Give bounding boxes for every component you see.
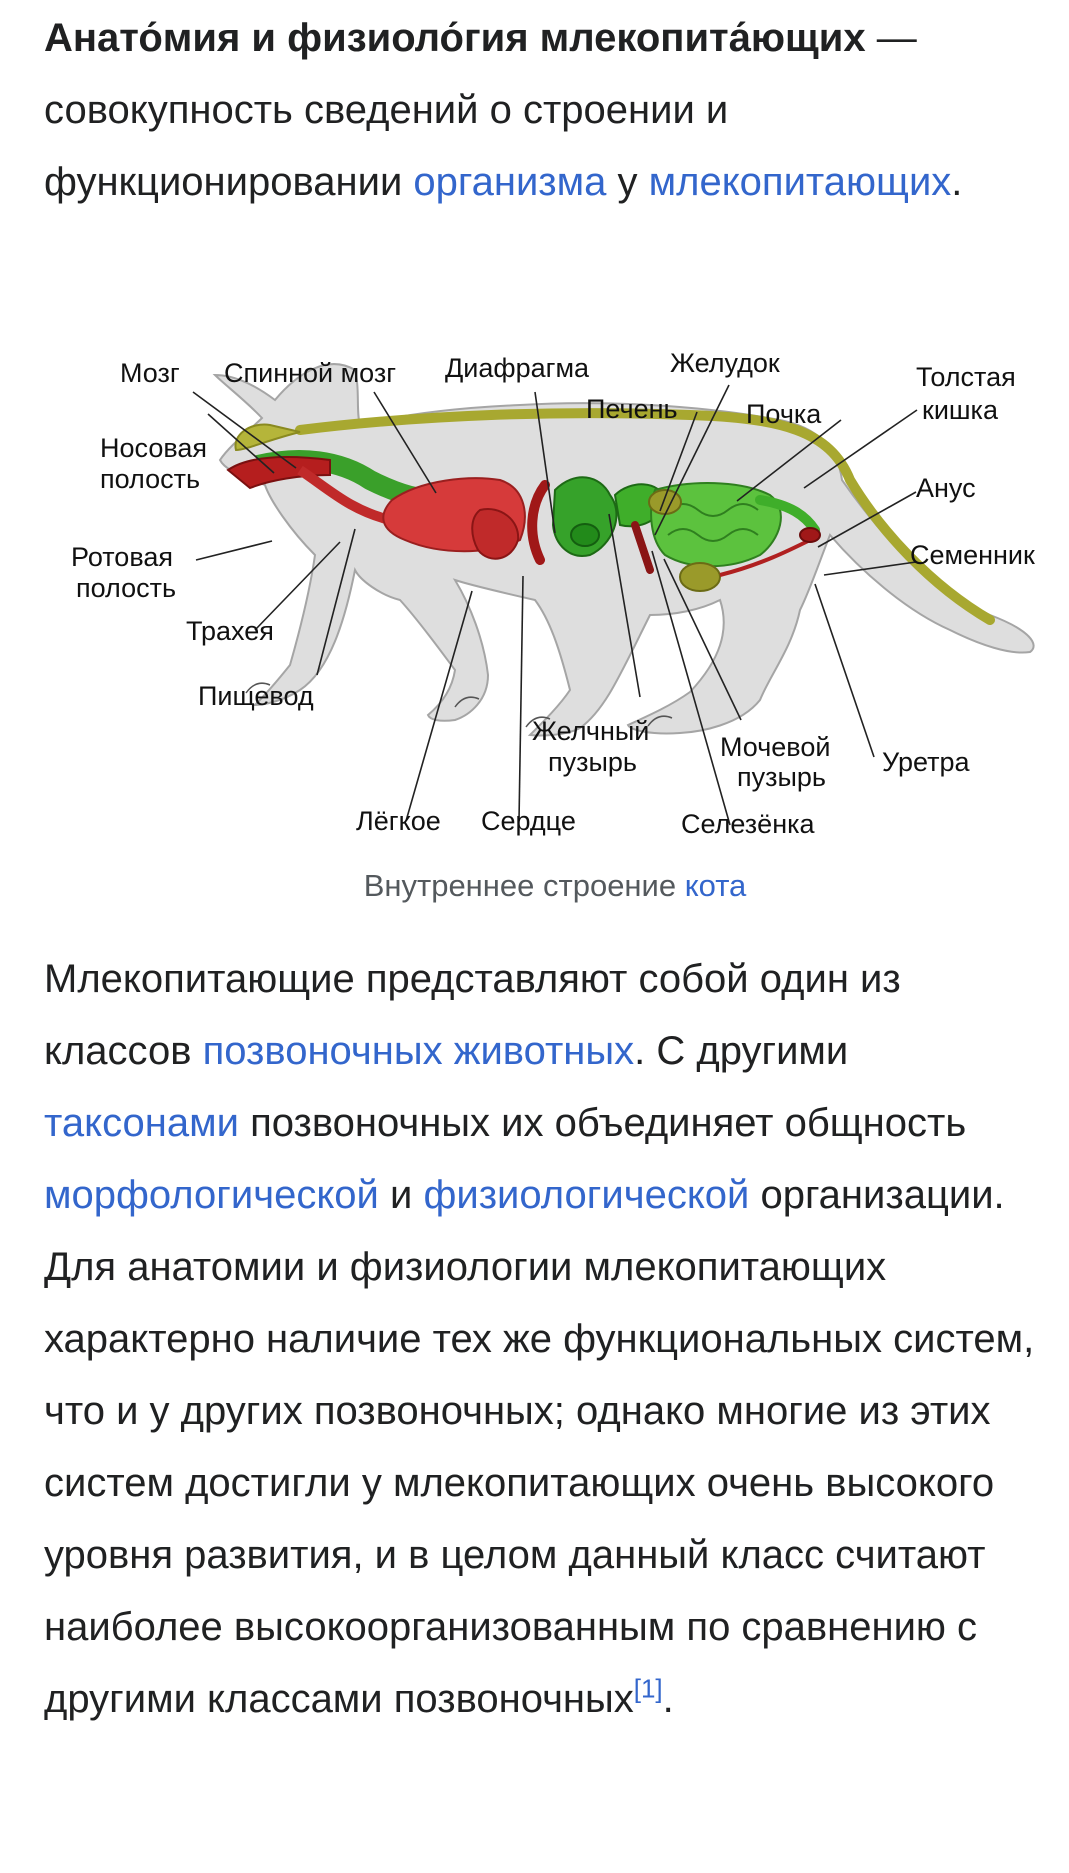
large-intestine-shape: [755, 495, 820, 535]
label-spinal-cord: Спинной мозг: [224, 358, 396, 388]
urethra-shape: [719, 538, 811, 577]
label-oral-2: полость: [76, 573, 176, 603]
link-taxa[interactable]: таксонами: [44, 1101, 239, 1145]
intestine-folds: [667, 503, 759, 542]
spinal-cord-shape: [295, 408, 995, 625]
link-morphological[interactable]: морфологической: [44, 1173, 379, 1217]
testis-shape: [799, 527, 821, 543]
label-oral-1: Ротовая: [71, 542, 173, 572]
link-vertebrates[interactable]: позвоночных животных: [202, 1029, 635, 1073]
label-nasal-2: полость: [100, 464, 200, 494]
leader-lines: [192, 384, 918, 826]
diaphragm-shape: [527, 480, 550, 565]
label-kidney: Почка: [746, 399, 822, 429]
figure-caption: Внутреннее строение кота: [0, 868, 1069, 904]
label-lung: Лёгкое: [356, 806, 441, 836]
body-text: . С другими: [634, 1029, 849, 1073]
body-text: позвоночных их объединяет общность: [238, 1101, 967, 1145]
esophagus-shape: [297, 465, 392, 525]
label-bladder-1: Мочевой: [720, 732, 830, 762]
label-gallbladder-2: пузырь: [548, 747, 637, 777]
link-organism[interactable]: организма: [413, 160, 607, 204]
intro-paragraph: Анато́мия и физиоло́гия млекопита́ющих —…: [44, 2, 1044, 218]
body-text: организации. Для анатомии и физиологии м…: [44, 1173, 1035, 1721]
cat-anatomy-diagram: Мозг Спинной мозг Диафрагма Желудок Толс…: [71, 348, 1035, 839]
label-gallbladder-1: Желчный: [532, 716, 649, 746]
label-bladder-2: пузырь: [737, 762, 826, 792]
label-heart: Сердце: [481, 806, 576, 836]
body-text: Млекопитающие представляют собой один из…: [44, 957, 901, 1073]
intro-dash: —: [865, 16, 917, 60]
organ-labels: Мозг Спинной мозг Диафрагма Желудок Толс…: [71, 348, 1035, 839]
label-stomach: Желудок: [670, 348, 780, 378]
label-spleen: Селезёнка: [681, 809, 816, 839]
label-large-intestine-1: Толстая: [916, 362, 1016, 392]
link-mammals[interactable]: млекопитающих: [648, 160, 952, 204]
bladder-shape: [679, 562, 721, 592]
intro-text: у: [606, 160, 649, 204]
brain-shape: [234, 423, 301, 452]
gallbladder-shape: [570, 523, 600, 547]
link-cat[interactable]: кота: [684, 868, 747, 903]
link-physiological[interactable]: физиологической: [423, 1173, 750, 1217]
label-diaphragm: Диафрагма: [445, 353, 590, 383]
caption-text: Внутреннее строение: [363, 868, 685, 903]
body-paragraph: Млекопитающие представляют собой один из…: [44, 943, 1044, 1735]
label-brain: Мозг: [120, 358, 180, 388]
cat-body-silhouette: [212, 363, 1035, 737]
label-trachea: Трахея: [186, 616, 274, 646]
body-text: и: [378, 1173, 424, 1217]
article-term: Анато́мия и физиоло́гия млекопита́ющих: [44, 16, 866, 60]
reference-link[interactable]: [1]: [633, 1673, 663, 1704]
label-liver: Печень: [586, 394, 678, 424]
label-nasal-1: Носовая: [100, 433, 207, 463]
oral-cavity-shape: [226, 456, 331, 490]
intro-text: .: [951, 160, 963, 204]
label-esophagus: Пищевод: [198, 681, 314, 711]
body-text: .: [662, 1677, 674, 1721]
reference-sup: [1]: [634, 1674, 663, 1704]
intro-text: совокупность сведений о строении и функц…: [44, 88, 729, 204]
spleen-shape: [631, 521, 654, 574]
cat-anatomy-figure[interactable]: Мозг Спинной мозг Диафрагма Желудок Толс…: [0, 330, 1069, 850]
label-anus: Анус: [916, 473, 976, 503]
label-large-intestine-2: кишка: [922, 395, 999, 425]
liver-shape: [551, 476, 618, 557]
label-testis: Семенник: [910, 540, 1035, 570]
label-urethra: Уретра: [882, 747, 970, 777]
heart-shape: [471, 508, 520, 560]
